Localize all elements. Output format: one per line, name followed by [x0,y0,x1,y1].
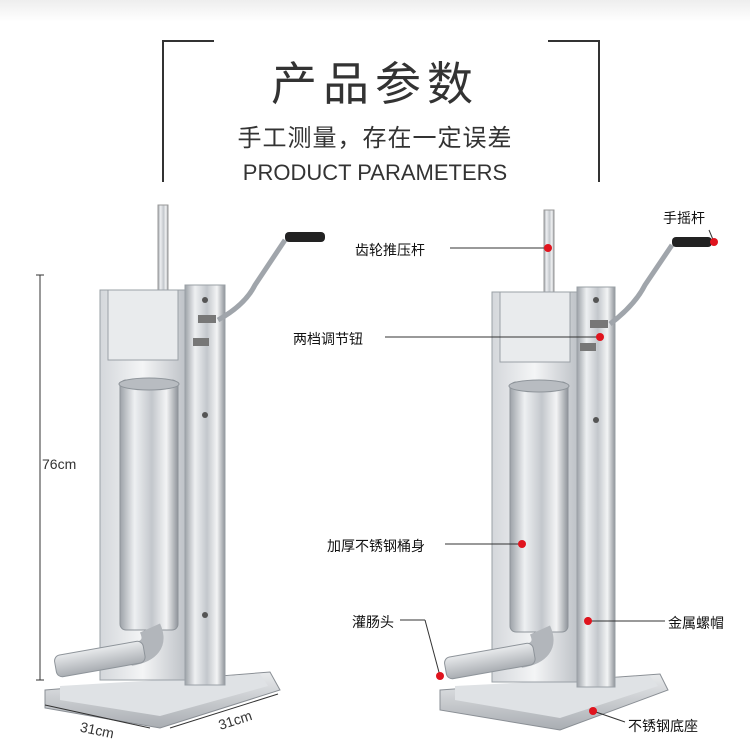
page-title: 产品参数 [271,57,479,111]
callout-metal-nut: 金属螺帽 [668,616,724,632]
callout-gear-rod: 齿轮推压杆 [355,243,425,259]
header-bracket-right [548,40,600,182]
callout-barrel: 加厚不锈钢桶身 [327,539,425,555]
callout-handle: 手摇杆 [663,211,705,227]
page-english-title: PRODUCT PARAMETERS [242,160,508,185]
callout-leaders [385,229,715,723]
top-shade [0,0,750,22]
callout-base: 不锈钢底座 [628,719,698,735]
callout-markers [436,238,718,715]
dimension-height: 76cm [42,456,77,472]
callout-speed-knob: 两档调节钮 [293,332,363,348]
dimension-lines [36,274,279,729]
machine-right [439,209,712,731]
callout-nozzle: 灌肠头 [352,615,394,631]
header-bracket-left [162,40,214,182]
machine-left [44,204,325,729]
page-subtitle: 手工测量，存在一定误差 [237,124,513,152]
